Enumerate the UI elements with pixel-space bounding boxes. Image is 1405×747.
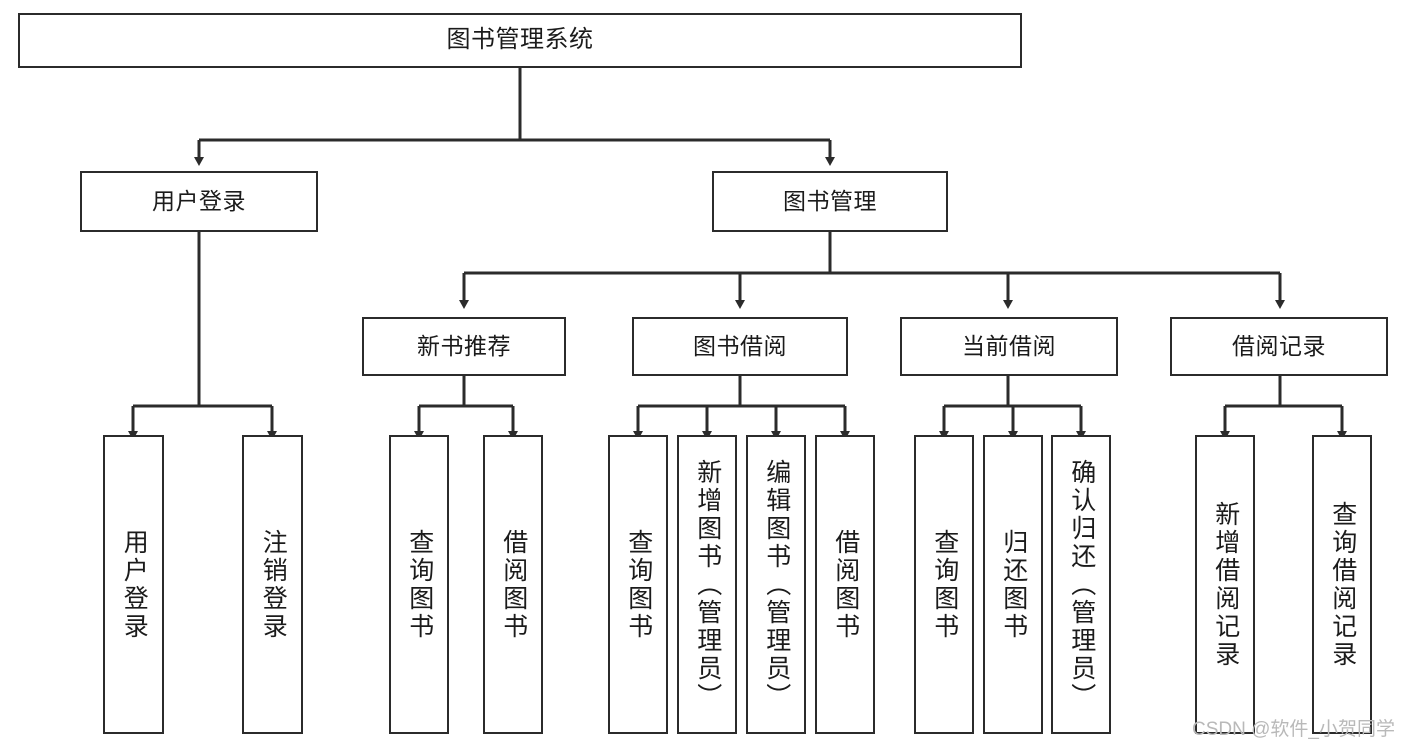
leaf-new-book-0[interactable]: 查询图书 bbox=[389, 435, 449, 734]
leaf-current-borrow-1-label: 归还图书 bbox=[999, 528, 1028, 641]
node-book-borrow[interactable]: 图书借阅 bbox=[632, 317, 848, 376]
leaf-borrow-record-1[interactable]: 查询借阅记录 bbox=[1312, 435, 1372, 734]
node-book-borrow-label: 图书借阅 bbox=[693, 332, 787, 359]
leaf-new-book-1-label: 借阅图书 bbox=[499, 528, 528, 641]
leaf-new-book-0-label: 查询图书 bbox=[405, 528, 434, 641]
node-root[interactable]: 图书管理系统 bbox=[18, 13, 1022, 68]
leaf-new-book-1[interactable]: 借阅图书 bbox=[483, 435, 543, 734]
node-new-book-recommend[interactable]: 新书推荐 bbox=[362, 317, 566, 376]
leaf-book-borrow-2[interactable]: 编辑图书（管理员） bbox=[746, 435, 806, 734]
leaf-user-login-0-label: 用户登录 bbox=[120, 528, 149, 641]
node-borrow-record[interactable]: 借阅记录 bbox=[1170, 317, 1388, 376]
leaf-current-borrow-1[interactable]: 归还图书 bbox=[983, 435, 1043, 734]
leaf-book-borrow-2-label: 编辑图书（管理员） bbox=[762, 458, 791, 711]
leaf-book-borrow-1-label: 新增图书（管理员） bbox=[693, 458, 722, 711]
leaf-current-borrow-0-label: 查询图书 bbox=[930, 528, 959, 641]
leaf-book-borrow-3-label: 借阅图书 bbox=[831, 528, 860, 641]
leaf-book-borrow-0-label: 查询图书 bbox=[624, 528, 653, 641]
node-borrow-record-label: 借阅记录 bbox=[1232, 332, 1326, 359]
node-user-login-label: 用户登录 bbox=[152, 187, 246, 214]
node-user-login[interactable]: 用户登录 bbox=[80, 171, 318, 232]
node-new-book-recommend-label: 新书推荐 bbox=[417, 332, 511, 359]
node-root-label: 图书管理系统 bbox=[446, 26, 594, 54]
leaf-user-login-1[interactable]: 注销登录 bbox=[242, 435, 303, 734]
leaf-borrow-record-0[interactable]: 新增借阅记录 bbox=[1195, 435, 1255, 734]
leaf-borrow-record-1-label: 查询借阅记录 bbox=[1328, 500, 1357, 669]
node-book-management[interactable]: 图书管理 bbox=[712, 171, 948, 232]
leaf-current-borrow-0[interactable]: 查询图书 bbox=[914, 435, 974, 734]
leaf-user-login-1-label: 注销登录 bbox=[259, 528, 288, 641]
leaf-user-login-0[interactable]: 用户登录 bbox=[103, 435, 164, 734]
node-book-management-label: 图书管理 bbox=[783, 187, 877, 214]
leaf-current-borrow-2-label: 确认归还（管理员） bbox=[1067, 458, 1096, 711]
leaf-book-borrow-1[interactable]: 新增图书（管理员） bbox=[677, 435, 737, 734]
node-current-borrow[interactable]: 当前借阅 bbox=[900, 317, 1118, 376]
leaf-current-borrow-2[interactable]: 确认归还（管理员） bbox=[1051, 435, 1111, 734]
leaf-book-borrow-3[interactable]: 借阅图书 bbox=[815, 435, 875, 734]
leaf-book-borrow-0[interactable]: 查询图书 bbox=[608, 435, 668, 734]
leaf-borrow-record-0-label: 新增借阅记录 bbox=[1211, 500, 1240, 669]
node-current-borrow-label: 当前借阅 bbox=[962, 332, 1056, 359]
